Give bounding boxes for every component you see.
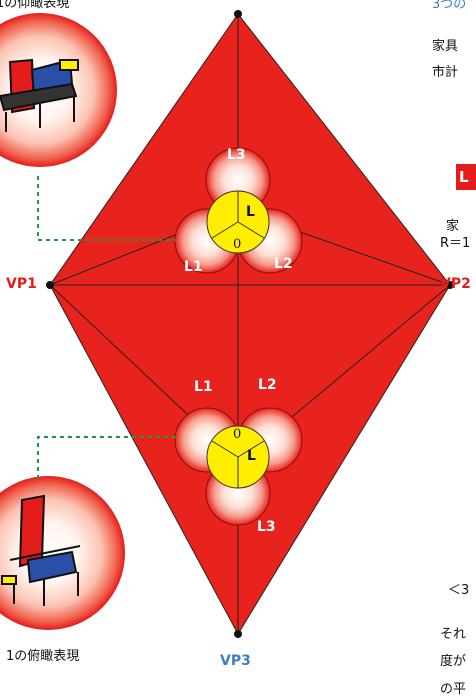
upper-l3-label: L3 <box>227 147 246 163</box>
lower-l2-label: L2 <box>258 377 277 393</box>
vp1-label: VP1 <box>6 276 37 292</box>
right-bottom-1: ＜3 <box>448 583 470 598</box>
right-line-1: 家具 <box>432 39 459 54</box>
right-line-2: 市計 <box>432 65 459 80</box>
right-bottom-2: それ <box>440 627 467 642</box>
upper-center-letter: L <box>246 204 255 220</box>
right-line-3: 家 <box>446 219 460 234</box>
upper-l1-label: L1 <box>184 259 203 275</box>
right-bottom-3: 度が <box>440 654 467 669</box>
top-chair-illustration <box>0 58 79 132</box>
lower-center-letter: L <box>247 448 256 464</box>
bottom-caption: 1の俯瞰表現 <box>6 649 80 664</box>
vp1-dot <box>46 281 54 289</box>
vp3-dot <box>234 630 242 638</box>
vp3-label: VP3 <box>220 653 251 669</box>
l-badge <box>456 164 476 190</box>
dashed-connectors <box>37 176 176 480</box>
vp2-dot <box>446 281 454 289</box>
upper-cluster <box>174 147 303 274</box>
bottom-chair-illustration <box>1 494 81 606</box>
lower-l3-label: L3 <box>257 519 276 535</box>
top-caption: 1の仰瞰表現 <box>0 0 70 11</box>
upper-center-zero: 0 <box>233 237 242 252</box>
lower-l1-label: L1 <box>194 379 213 395</box>
lower-cluster <box>174 407 303 526</box>
vp2-label: VP2 <box>440 276 471 292</box>
right-line-4: R＝1 <box>440 236 471 251</box>
upper-l2-label: L2 <box>274 256 293 272</box>
right-badge-letter: L <box>459 168 469 186</box>
perspective-diamond <box>50 14 450 634</box>
vp-top-dot <box>234 10 242 18</box>
lower-center-zero: 0 <box>233 427 242 442</box>
right-heading: 3つの <box>432 0 467 12</box>
right-bottom-4: の平 <box>440 682 467 697</box>
